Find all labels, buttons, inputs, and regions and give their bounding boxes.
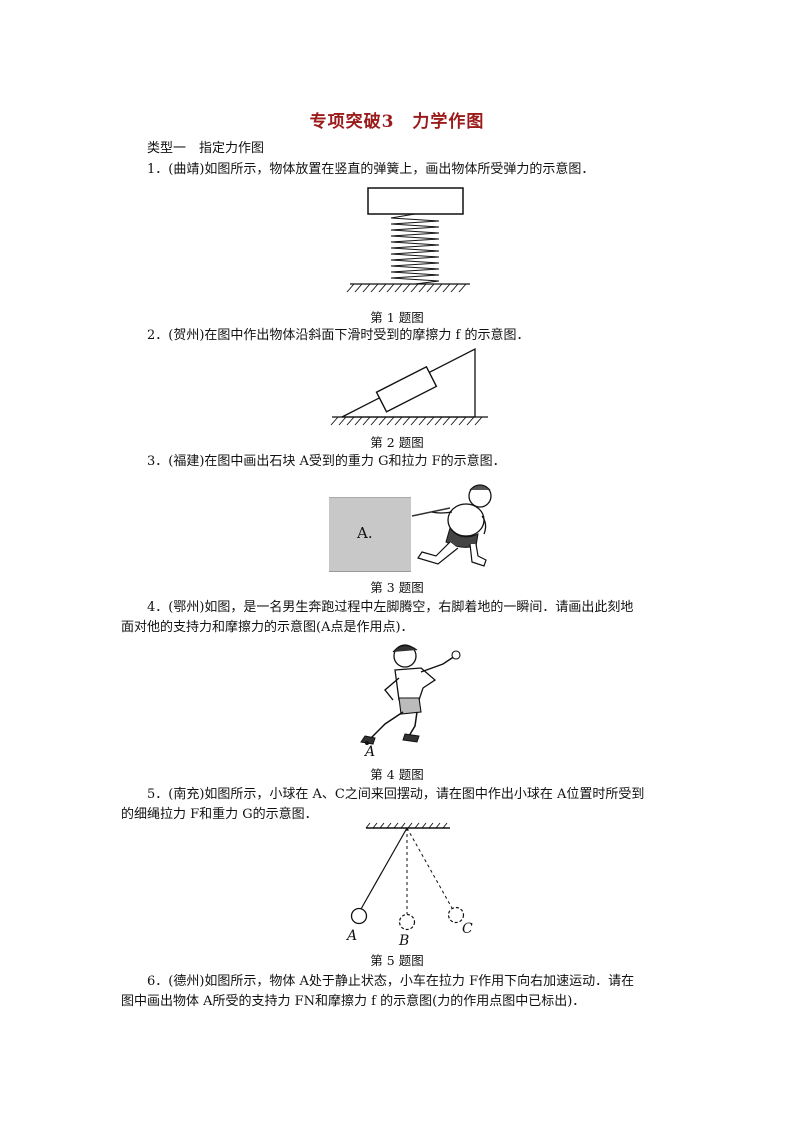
figure-3-caption: 第 3 题图	[370, 580, 424, 595]
question-5-text-line-1: 5．(南充)如图所示，小球在 A、C之间来回摆动，请在图中作出小球在 A位置时所…	[147, 787, 645, 802]
figure-3-person-pulling	[411, 484, 492, 567]
figure-4-caption: 第 4 题图	[370, 767, 424, 782]
figure-2-incline	[330, 347, 488, 426]
figure-4-running-boy	[360, 644, 461, 745]
figure-5-caption: 第 5 题图	[370, 953, 424, 968]
figure-1-spring	[346, 187, 470, 293]
question-2-text: 2．(贺州)在图中作出物体沿斜面下滑时受到的摩擦力 f 的示意图．	[147, 328, 530, 343]
question-3-text: 3．(福建)在图中画出石块 A受到的重力 G和拉力 F的示意图．	[147, 454, 506, 469]
stone-block-label: A.	[357, 524, 373, 542]
question-6-text-line-2: 图中画出物体 A所受的支持力 FN和摩擦力 f 的示意图(力的作用点图中已标出)…	[121, 994, 586, 1009]
question-4-text-line-1: 4．(鄂州)如图，是一名男生奔跑过程中左脚腾空，右脚着地的一瞬间．请画出此刻地	[147, 600, 634, 615]
question-4-text-line-2: 面对他的支持力和摩擦力的示意图(A点是作用点)．	[121, 620, 414, 635]
figure-1-caption: 第 1 题图	[370, 310, 424, 325]
figure-3-stone-block: A.	[329, 497, 411, 572]
question-5-text-line-2: 的细绳拉力 F和重力 G的示意图．	[121, 807, 318, 822]
pendulum-label-a: A	[347, 928, 358, 944]
question-1-text: 1．(曲靖)如图所示，物体放置在竖直的弹簧上，画出物体所受弹力的示意图．	[147, 162, 595, 177]
question-6-text-line-1: 6．(德州)如图所示，物体 A处于静止状态，小车在拉力 F作用下向右加速运动．请…	[147, 974, 635, 989]
point-a-label: A	[365, 744, 376, 760]
pendulum-label-c: C	[462, 921, 473, 937]
figure-2-caption: 第 2 题图	[370, 435, 424, 450]
pendulum-label-b: B	[399, 933, 410, 949]
section-heading: 类型一 指定力作图	[147, 141, 265, 156]
figure-5-pendulum	[350, 822, 465, 931]
page-title: 专项突破3 力学作图	[309, 112, 485, 132]
